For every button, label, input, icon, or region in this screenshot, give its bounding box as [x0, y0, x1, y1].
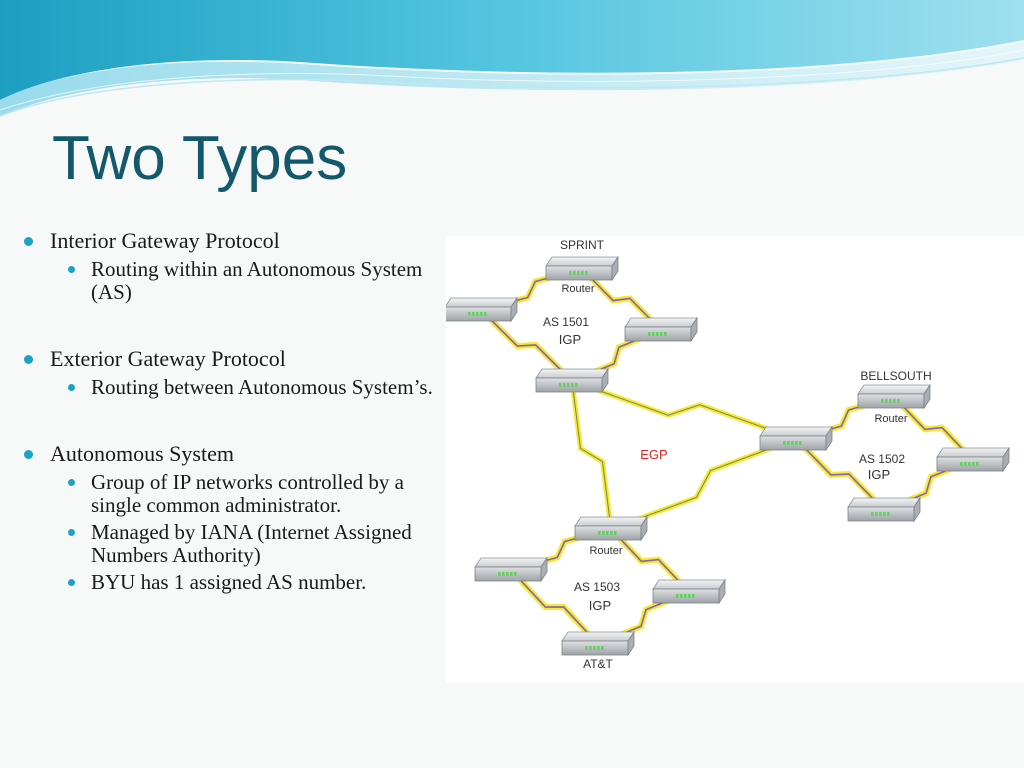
router-label: Router [589, 545, 622, 557]
bullet-group-as: Autonomous System Group of IP networks c… [20, 441, 440, 594]
as-label-1501: AS 1501 [543, 315, 589, 329]
bullet-item: Autonomous System [20, 441, 440, 467]
bullet-group-egp: Exterior Gateway Protocol Routing betwee… [20, 346, 440, 399]
bullet-text: Autonomous System [50, 441, 234, 466]
bullet-dot-icon [24, 237, 33, 246]
bullet-group-igp: Interior Gateway Protocol Routing within… [20, 228, 440, 304]
router-icon [936, 446, 1010, 473]
igp-link-core [510, 569, 599, 645]
sub-bullet-item: Group of IP networks controlled by a sin… [20, 471, 440, 517]
cluster-name-att: AT&T [583, 657, 613, 671]
slide-title: Two Types [52, 124, 348, 193]
router-layer [446, 255, 1010, 657]
router-icon [535, 367, 609, 394]
igp-link-core [610, 528, 690, 593]
egp-link-core [571, 380, 797, 440]
router-icon [545, 255, 619, 282]
bullet-item: Exterior Gateway Protocol [20, 346, 440, 372]
bullet-dot-icon [68, 529, 75, 536]
router-icon [561, 630, 635, 657]
igp-link-core [480, 309, 573, 382]
network-diagram-svg: SPRINT Router AS 1501 IGP BELLSOUTH Rout… [446, 236, 1024, 682]
header-wave-banner [0, 0, 1024, 117]
as-label-1503: AS 1503 [574, 580, 620, 594]
igp-label: IGP [868, 467, 890, 482]
router-icon [759, 425, 833, 452]
igp-link-core [795, 438, 885, 511]
sub-bullet-text: Group of IP networks controlled by a sin… [91, 470, 404, 517]
sub-bullet-text: Managed by IANA (Internet Assigned Numbe… [91, 520, 412, 567]
bullet-text: Exterior Gateway Protocol [50, 346, 286, 371]
sub-bullet-text: Routing between Autonomous System’s. [91, 375, 433, 399]
router-icon [446, 296, 518, 323]
router-icon [652, 578, 726, 605]
router-icon [474, 556, 548, 583]
router-icon [624, 316, 698, 343]
bullet-item: Interior Gateway Protocol [20, 228, 440, 254]
egp-label: EGP [640, 447, 667, 462]
egp-link-core [571, 380, 612, 530]
cluster-name-bellsouth: BELLSOUTH [860, 369, 931, 383]
router-icon [847, 496, 921, 523]
igp-label: IGP [559, 332, 581, 347]
bullet-dot-icon [24, 450, 33, 459]
sub-bullet-item: Routing within an Autonomous System (AS) [20, 258, 440, 304]
bullet-dot-icon [68, 479, 75, 486]
router-label: Router [874, 413, 907, 425]
bullet-dot-icon [68, 266, 75, 273]
bullet-text: Interior Gateway Protocol [50, 228, 280, 253]
as-network-diagram: SPRINT Router AS 1501 IGP BELLSOUTH Rout… [446, 236, 1024, 682]
igp-link-core [581, 268, 662, 331]
as-label-1502: AS 1502 [859, 452, 905, 466]
igp-label: IGP [589, 598, 611, 613]
sub-bullet-item: Managed by IANA (Internet Assigned Numbe… [20, 521, 440, 567]
sub-bullet-text: BYU has 1 assigned AS number. [91, 570, 367, 594]
egp-link-core [610, 438, 797, 530]
bullet-dot-icon [68, 579, 75, 586]
bullet-dot-icon [68, 384, 75, 391]
igp-link-core [893, 396, 974, 461]
sub-bullet-text: Routing within an Autonomous System (AS) [91, 257, 423, 304]
router-label: Router [561, 283, 594, 295]
cluster-name-sprint: SPRINT [560, 238, 605, 252]
sub-bullet-item: BYU has 1 assigned AS number. [20, 571, 440, 594]
bullet-dot-icon [24, 355, 33, 364]
bullet-list: Interior Gateway Protocol Routing within… [20, 228, 440, 594]
router-icon [574, 515, 648, 542]
router-icon [857, 383, 931, 410]
sub-bullet-item: Routing between Autonomous System’s. [20, 376, 440, 399]
